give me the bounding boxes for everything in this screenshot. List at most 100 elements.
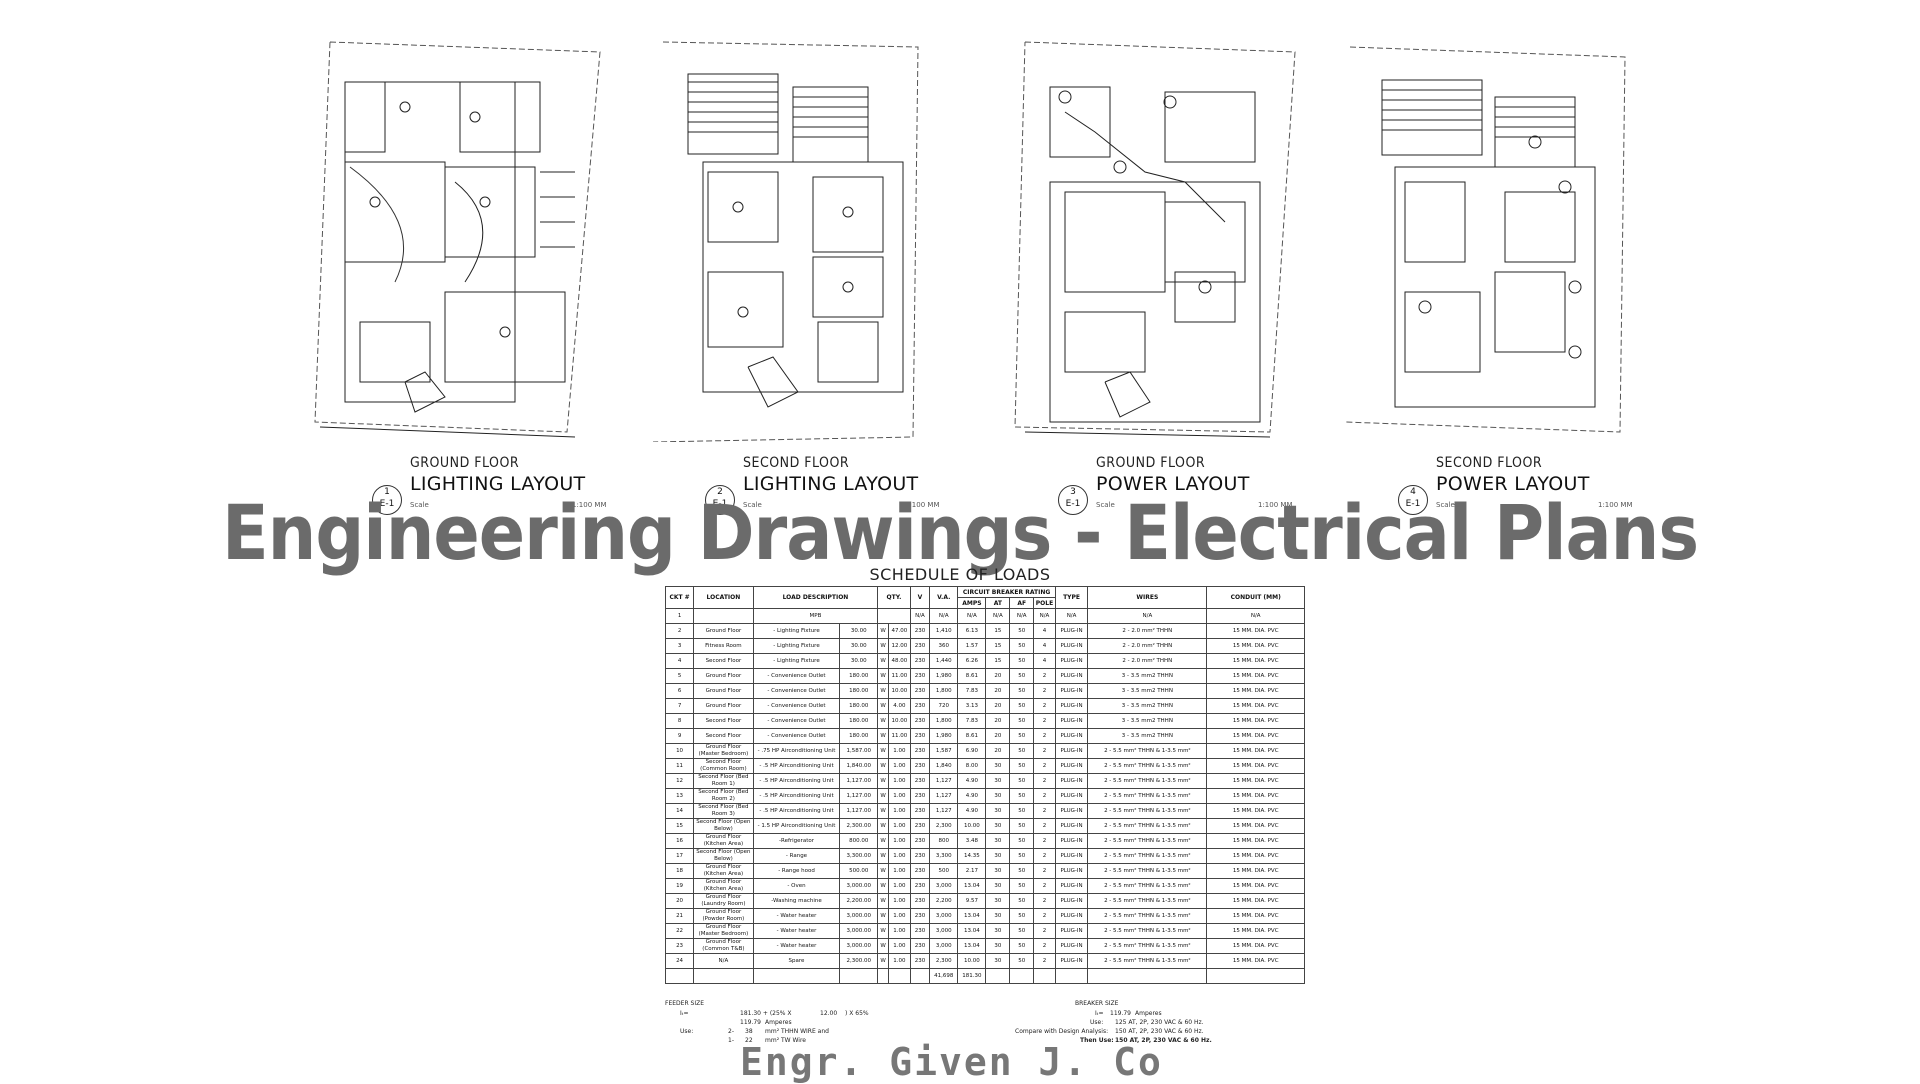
table-cell: 2	[1033, 878, 1056, 894]
table-cell: 30.00	[839, 638, 879, 654]
table-cell: 3,000.00	[839, 923, 879, 939]
table-cell: W	[877, 623, 890, 639]
table-cell: 1,840	[929, 758, 959, 774]
table-cell: 3.48	[957, 833, 987, 849]
table-cell: 2 - 5.5 mm² THHN & 1-3.5 mm²	[1087, 938, 1208, 954]
table-cell: Ground Floor (Master Bedroom)	[693, 743, 754, 759]
plan-second-floor-lighting	[648, 22, 938, 442]
table-cell: Second Floor (Common Room)	[693, 758, 754, 774]
table-cell: W	[877, 908, 890, 924]
table-cell: 1	[664, 608, 695, 624]
table-cell: N/A	[1009, 608, 1035, 624]
caption-floor: GROUND FLOOR	[410, 455, 520, 471]
table-cell: 50	[1009, 728, 1035, 744]
table-cell: 4	[664, 653, 695, 669]
table-cell: 14.35	[957, 848, 987, 864]
table-cell: 3,000.00	[839, 878, 879, 894]
table-cell: 6.90	[957, 743, 987, 759]
table-cell: PLUG-IN	[1054, 848, 1089, 864]
table-cell: 1,840.00	[839, 758, 879, 774]
table-cell: Ground Floor (Kitchen Area)	[693, 833, 754, 849]
table-cell: 15 MM. DIA. PVC	[1206, 653, 1305, 669]
table-cell: 1.00	[888, 833, 911, 849]
schedule-of-loads-table: CKT # LOCATION LOAD DESCRIPTION QTY. V V…	[664, 586, 1305, 984]
table-cell: 1.00	[888, 953, 911, 969]
table-cell: 3 - 3.5 mm2 THHN	[1087, 698, 1208, 714]
col-header: CONDUIT (MM)	[1206, 586, 1305, 609]
feeder-use-count2: 1-	[728, 1037, 734, 1044]
table-cell: 12	[664, 773, 695, 789]
caption-scale: Scale	[1436, 501, 1455, 509]
table-cell: 21	[664, 908, 695, 924]
col-header: CIRCUIT BREAKER RATING	[957, 586, 1056, 598]
table-cell: 230	[909, 728, 931, 744]
table-cell: 230	[909, 863, 931, 879]
table-cell: -Washing machine	[752, 893, 841, 909]
table-cell: PLUG-IN	[1054, 728, 1089, 744]
feeder-it-end: ) X 65%	[845, 1010, 869, 1017]
table-cell: 2	[1033, 863, 1056, 879]
table-cell: 180.00	[839, 683, 879, 699]
table-cell: 10.00	[888, 713, 911, 729]
table-cell: 1.00	[888, 938, 911, 954]
table-cell: Second Floor	[693, 728, 754, 744]
table-cell: 4.00	[888, 698, 911, 714]
table-cell	[839, 968, 879, 984]
table-cell	[909, 968, 931, 984]
table-cell: 30	[985, 758, 1011, 774]
table-cell: Ground Floor	[693, 683, 754, 699]
table-cell: 50	[1009, 923, 1035, 939]
table-cell: 1.00	[888, 908, 911, 924]
table-cell: 180.00	[839, 713, 879, 729]
compare-value: 150 AT, 2P, 230 VAC & 60 Hz.	[1115, 1028, 1204, 1035]
table-cell: - Oven	[752, 878, 841, 894]
table-cell: MPB	[752, 608, 879, 624]
feeder-use-wire: mm² THHN WIRE and	[765, 1028, 829, 1035]
table-cell: - .5 HP Airconditioning Unit	[752, 773, 841, 789]
table-cell: 15	[985, 638, 1011, 654]
table-cell: 30	[985, 848, 1011, 864]
table-cell: PLUG-IN	[1054, 953, 1089, 969]
table-cell: 8	[664, 713, 695, 729]
col-subheader: AT	[985, 597, 1011, 609]
table-cell: 13.04	[957, 878, 987, 894]
table-cell: 17	[664, 848, 695, 864]
table-cell: 12.00	[888, 638, 911, 654]
table-cell	[693, 608, 754, 624]
col-header: TYPE	[1054, 586, 1089, 609]
table-cell: 13	[664, 788, 695, 804]
table-cell: N/A	[909, 608, 931, 624]
breaker-use-label: Use:	[1090, 1019, 1104, 1026]
table-cell: 1,127.00	[839, 773, 879, 789]
table-cell: N/A	[693, 953, 754, 969]
table-cell: 15 MM. DIA. PVC	[1206, 788, 1305, 804]
compare-label: Compare with Design Analysis:	[1015, 1028, 1109, 1035]
table-cell: - Water heater	[752, 908, 841, 924]
table-cell: 3 - 3.5 mm2 THHN	[1087, 713, 1208, 729]
table-cell: 2 - 5.5 mm² THHN & 1-3.5 mm²	[1087, 863, 1208, 879]
table-cell: 30	[985, 833, 1011, 849]
table-cell: Ground Floor (Kitchen Area)	[693, 878, 754, 894]
table-cell: W	[877, 833, 890, 849]
col-header: CKT #	[664, 586, 695, 609]
table-cell: 15 MM. DIA. PVC	[1206, 743, 1305, 759]
table-cell: 30.00	[839, 623, 879, 639]
table-cell: 50	[1009, 803, 1035, 819]
table-cell: 15 MM. DIA. PVC	[1206, 923, 1305, 939]
plan-second-floor-power	[1345, 22, 1635, 442]
then-use-value: 150 AT, 2P, 230 VAC & 60 Hz.	[1115, 1037, 1212, 1044]
table-cell	[693, 968, 754, 984]
table-cell: 3 - 3.5 mm2 THHN	[1087, 668, 1208, 684]
table-cell: 15 MM. DIA. PVC	[1206, 713, 1305, 729]
table-cell: 230	[909, 923, 931, 939]
feeder-it-mid: 12.00	[820, 1010, 838, 1017]
caption-scale: Scale	[743, 501, 762, 509]
table-cell: W	[877, 713, 890, 729]
